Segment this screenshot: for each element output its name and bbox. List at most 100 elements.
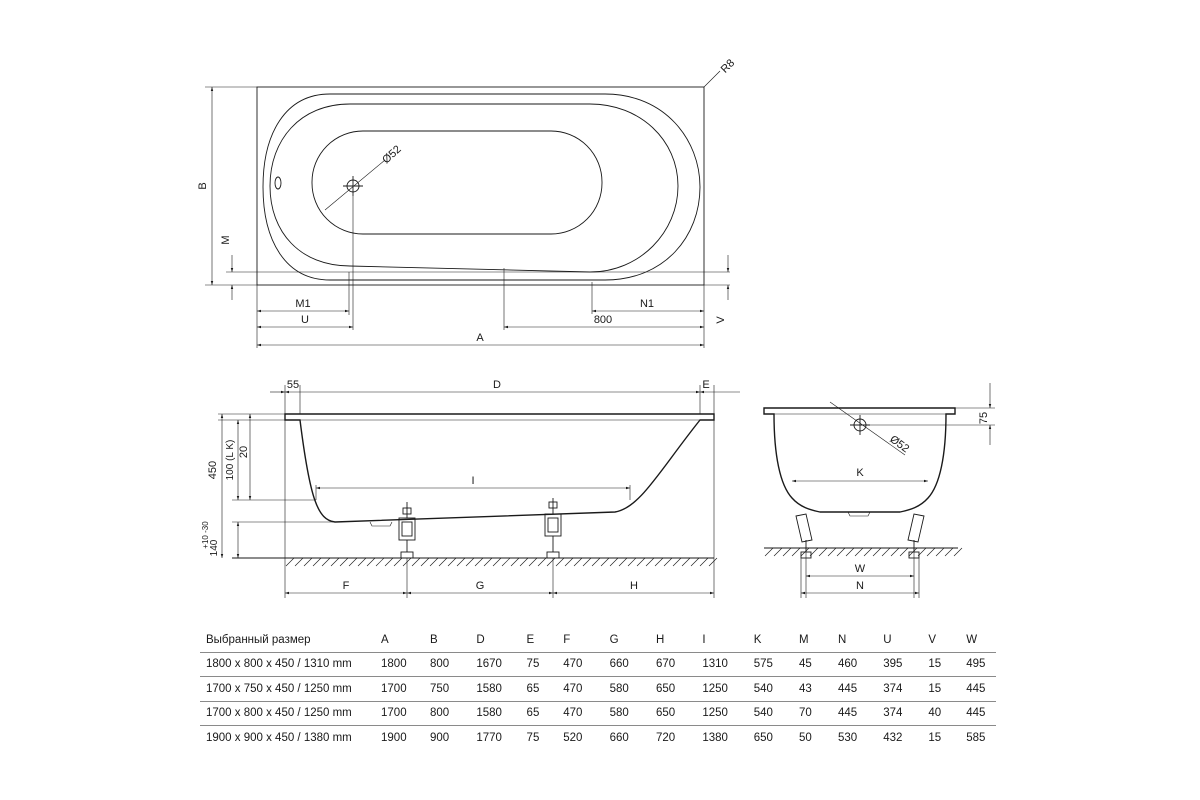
dim-b-label: B xyxy=(197,182,209,189)
top-view-outline xyxy=(256,86,705,286)
table-cell: 540 xyxy=(747,676,793,702)
hatch-line xyxy=(492,557,502,567)
hatch-line xyxy=(618,557,628,567)
drain-diameter-side-label: Ø52 xyxy=(887,433,911,455)
side-view-body xyxy=(284,413,715,523)
dim-v-label: V xyxy=(715,316,727,324)
dim-u-label: U xyxy=(301,314,309,326)
table-header-cell: G xyxy=(603,628,650,653)
hatch-line xyxy=(438,557,448,567)
hatch-line xyxy=(708,557,718,567)
table-cell: 395 xyxy=(877,652,923,677)
hatch-line xyxy=(600,557,610,567)
hatch-line xyxy=(681,557,691,567)
dim-h-label: H xyxy=(630,580,638,592)
table-header-cell: B xyxy=(423,628,471,653)
table-cell: 580 xyxy=(603,676,650,702)
table-cell: 1700 x 750 x 450 / 1250 mm xyxy=(200,676,376,702)
dim-450-label: 450 xyxy=(207,461,219,479)
hatch-line xyxy=(654,557,664,567)
table-cell: 1250 xyxy=(696,701,748,726)
floor-hatching-end xyxy=(764,547,963,557)
table-cell: 495 xyxy=(960,652,996,677)
dim-m-label: M xyxy=(220,235,232,244)
table-cell: 43 xyxy=(792,676,832,702)
hatch-line xyxy=(303,557,313,567)
hatch-line xyxy=(456,557,466,567)
table-header-cell: Выбранный размер xyxy=(200,628,376,653)
table-cell: 374 xyxy=(877,701,923,726)
hatch-line xyxy=(546,557,556,567)
table-cell: 530 xyxy=(837,731,858,744)
hatch-line xyxy=(827,547,837,557)
table-cell: 45 xyxy=(792,652,832,677)
table-cell: 575 xyxy=(747,652,793,677)
table-cell: 445 xyxy=(960,676,996,702)
hatch-line xyxy=(899,547,909,557)
hatch-line xyxy=(863,547,873,557)
hatch-line xyxy=(510,557,520,567)
table-cell: 70 xyxy=(792,701,832,726)
hatch-line xyxy=(483,557,493,567)
hatch-line xyxy=(285,557,295,567)
table-header-cell: F xyxy=(557,628,604,653)
table-cell: 650 xyxy=(649,676,697,702)
end-view-body xyxy=(763,407,956,513)
table-cell: 800 xyxy=(423,652,471,677)
table-cell: 650 xyxy=(753,731,773,744)
table-cell: 1700 x 800 x 450 / 1250 mm xyxy=(200,701,376,726)
hatch-line xyxy=(782,547,792,557)
hatch-line xyxy=(528,557,538,567)
table-cell: 470 xyxy=(557,652,604,677)
table-cell: 1900 xyxy=(381,731,407,744)
leg-right xyxy=(544,498,562,559)
table-header-cell: E xyxy=(520,628,558,653)
table-cell: 1770 xyxy=(476,731,502,744)
hatch-line xyxy=(312,557,322,567)
hatch-line xyxy=(854,547,864,557)
table-cell: 540 xyxy=(747,701,793,726)
dim-140-label: 140 xyxy=(209,539,220,556)
dim-75-label: 75 xyxy=(978,412,990,424)
hatch-line xyxy=(836,547,846,557)
hatch-line xyxy=(764,547,774,557)
dim-d-label: D xyxy=(493,379,501,391)
table-cell: 15 xyxy=(928,731,942,744)
table-cell: 40 xyxy=(922,701,961,726)
dim-55-label: 55 xyxy=(287,379,299,391)
table-cell: 1250 xyxy=(696,676,748,702)
table-cell: 1700 xyxy=(375,676,424,702)
table-cell: 720 xyxy=(655,731,676,744)
table-cell: 660 xyxy=(609,731,629,744)
table-cell: 1580 xyxy=(470,676,521,702)
leg-left xyxy=(398,502,416,559)
hatch-line xyxy=(773,547,783,557)
table-cell: 520 xyxy=(563,731,583,744)
table-header-cell: V xyxy=(922,628,961,653)
hatch-line xyxy=(672,557,682,567)
hatch-line xyxy=(465,557,475,567)
hatch-line xyxy=(375,557,385,567)
hatch-line xyxy=(627,557,637,567)
table-header-cell: M xyxy=(792,628,832,653)
hatch-line xyxy=(348,557,358,567)
hatch-line xyxy=(420,557,430,567)
table-cell: 470 xyxy=(557,676,604,702)
hatch-line xyxy=(663,557,673,567)
table-cell: 75 xyxy=(520,652,558,677)
hatch-line xyxy=(872,547,882,557)
hatch-line xyxy=(809,547,819,557)
table-cell: 374 xyxy=(877,676,923,702)
table-header-cell: U xyxy=(877,628,923,653)
table-cell: 1700 xyxy=(375,701,424,726)
table-cell: 585 xyxy=(966,731,986,744)
dim-a-label: A xyxy=(476,332,484,344)
drain-diameter-top-label: Ø52 xyxy=(380,143,403,166)
table-cell: 750 xyxy=(423,676,471,702)
table-cell: 65 xyxy=(520,676,558,702)
hatch-line xyxy=(944,547,954,557)
table-cell: 445 xyxy=(960,701,996,726)
table-cell: 1580 xyxy=(470,701,521,726)
